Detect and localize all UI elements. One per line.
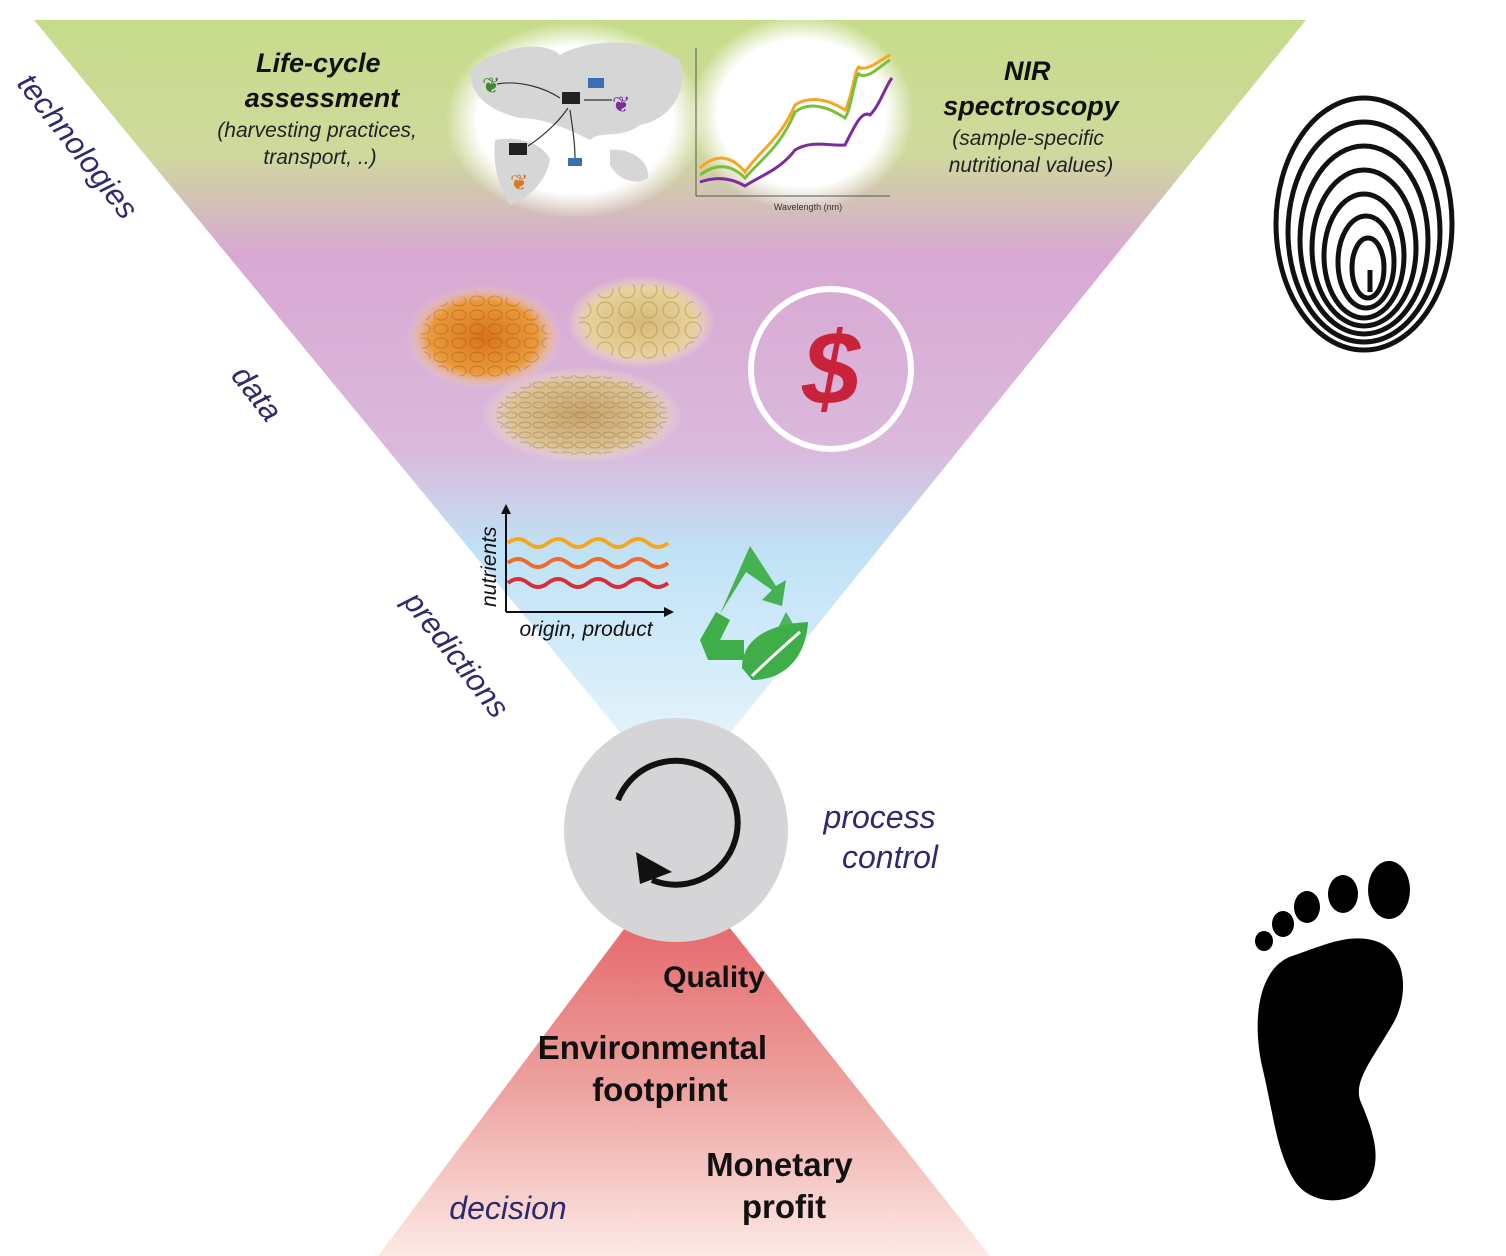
nir-spectrum-plot: Wavelength (nm) [690, 15, 914, 212]
lca-title: Life-cycle assessment [245, 48, 401, 113]
funnel-bottom [378, 860, 990, 1256]
svg-text:❦: ❦ [612, 92, 630, 117]
stage-data-label: data [224, 359, 289, 428]
svg-text:❦: ❦ [482, 73, 500, 98]
outcome-environmental-footprint: Environmental footprint [538, 1029, 776, 1108]
fingerprint-icon [1273, 95, 1455, 353]
outcome-monetary-profit: Monetary profit [706, 1146, 862, 1225]
wheat-grains-image [482, 367, 682, 463]
nutrients-chart: nutrients origin, product [478, 504, 674, 641]
nutrients-x-label: origin, product [519, 618, 653, 641]
dollar-icon: $ [748, 286, 914, 452]
nutrients-y-label: nutrients [478, 526, 501, 607]
world-map-icon: ❦ ❦ ❦ [445, 22, 705, 218]
nir-subtitle: (sample-specific nutritional values) [949, 127, 1114, 177]
process-control-label: process control [823, 799, 945, 875]
process-control-node [564, 718, 788, 942]
nir-axis-label: Wavelength (nm) [774, 202, 842, 212]
stage-decision-label: decision [449, 1190, 566, 1226]
recycle-leaf-icon [700, 546, 808, 680]
maize-grains-image [406, 285, 562, 389]
footprint-icon [1255, 861, 1410, 1201]
svg-text:$: $ [801, 311, 861, 427]
svg-text:❦: ❦ [510, 170, 528, 195]
refresh-cycle-icon [615, 757, 741, 888]
soybean-grains-image [567, 276, 715, 368]
outcome-quality: Quality [663, 961, 765, 994]
nir-title: NIR spectroscopy [943, 56, 1121, 121]
lca-subtitle: (harvesting practices, transport, ..) [217, 119, 422, 169]
